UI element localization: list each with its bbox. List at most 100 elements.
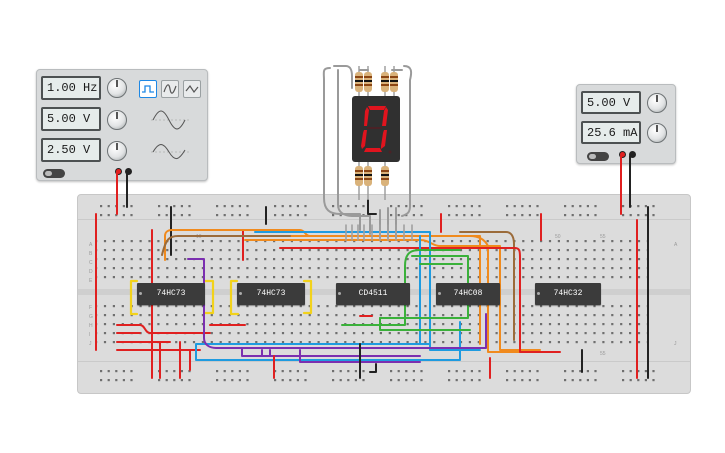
breadboard-hole[interactable] [390,205,393,208]
breadboard-hole[interactable] [451,267,454,270]
breadboard-hole[interactable] [571,370,574,373]
breadboard-hole[interactable] [192,240,196,243]
breadboard-hole[interactable] [107,214,110,217]
breadboard-hole[interactable] [296,214,299,217]
breadboard-hole[interactable] [201,314,204,317]
breadboard-hole[interactable] [362,370,365,373]
breadboard-hole[interactable] [184,276,187,279]
breadboard-hole[interactable] [219,267,222,270]
breadboard-hole[interactable] [406,305,409,308]
breadboard-hole[interactable] [406,240,409,243]
breadboard-hole[interactable] [273,314,276,317]
breadboard-hole[interactable] [629,276,632,279]
breadboard-hole[interactable] [103,276,107,279]
breadboard-hole[interactable] [611,341,614,344]
breadboard-hole[interactable] [548,323,552,326]
breadboard-hole[interactable] [424,341,427,344]
breadboard-hole[interactable] [246,314,249,317]
breadboard-hole[interactable] [317,314,320,317]
breadboard-hole[interactable] [622,205,625,208]
breadboard-hole[interactable] [192,305,196,308]
breadboard-hole[interactable] [158,205,161,208]
breadboard-hole[interactable] [477,258,480,261]
breadboard-hole[interactable] [513,341,516,344]
breadboard-hole[interactable] [406,267,409,270]
breadboard-hole[interactable] [353,240,356,243]
breadboard-hole[interactable] [405,370,408,373]
breadboard-hole[interactable] [299,323,302,326]
breadboard-hole[interactable] [353,314,356,317]
breadboard-hole[interactable] [201,276,204,279]
breadboard-hole[interactable] [566,323,569,326]
breadboard-hole[interactable] [652,379,655,382]
breadboard-hole[interactable] [344,276,347,279]
breadboard-hole[interactable] [602,267,605,270]
breadboard-hole[interactable] [468,249,471,252]
breadboard-hole[interactable] [274,370,277,373]
breadboard-hole[interactable] [540,323,543,326]
breadboard-hole[interactable] [273,276,276,279]
breadboard-hole[interactable] [495,258,498,261]
breadboard-hole[interactable] [448,379,451,382]
breadboard-hole[interactable] [602,341,605,344]
breadboard-hole[interactable] [299,267,302,270]
breadboard-hole[interactable] [451,323,454,326]
breadboard-hole[interactable] [122,214,125,217]
breadboard-hole[interactable] [237,267,240,270]
breadboard-hole[interactable] [103,332,107,335]
breadboard-hole[interactable] [548,305,552,308]
breadboard-hole[interactable] [353,258,356,261]
breadboard-hole[interactable] [522,258,525,261]
breadboard-hole[interactable] [158,379,161,382]
amplitude-knob[interactable] [107,110,127,130]
breadboard-hole[interactable] [506,205,509,208]
breadboard-hole[interactable] [397,379,400,382]
breadboard-hole[interactable] [210,276,213,279]
breadboard-hole[interactable] [521,370,524,373]
breadboard-hole[interactable] [513,214,516,217]
breadboard-hole[interactable] [317,249,320,252]
breadboard-hole[interactable] [326,305,329,308]
breadboard-hole[interactable] [433,341,436,344]
breadboard-hole[interactable] [289,379,292,382]
breadboard-hole[interactable] [304,214,307,217]
breadboard-hole[interactable] [620,332,623,335]
breadboard-hole[interactable] [388,249,391,252]
breadboard-hole[interactable] [593,341,596,344]
breadboard-hole[interactable] [370,258,374,261]
breadboard-hole[interactable] [433,240,436,243]
breadboard-hole[interactable] [219,314,222,317]
breadboard-hole[interactable] [566,314,569,317]
square-wave-button[interactable] [139,80,157,98]
breadboard-hole[interactable] [246,276,249,279]
breadboard-hole[interactable] [166,249,169,252]
breadboard-hole[interactable] [180,214,183,217]
breadboard-hole[interactable] [281,249,285,252]
breadboard-hole[interactable] [448,205,451,208]
power-supply-toggle[interactable] [587,152,609,161]
breadboard-hole[interactable] [281,267,285,270]
breadboard-hole[interactable] [308,305,311,308]
breadboard-hole[interactable] [412,370,415,373]
breadboard-hole[interactable] [317,276,320,279]
breadboard-hole[interactable] [139,267,142,270]
breadboard-hole[interactable] [246,332,249,335]
breadboard-hole[interactable] [289,214,292,217]
breadboard-hole[interactable] [344,267,347,270]
breadboard-hole[interactable] [332,214,335,217]
breadboard-hole[interactable] [296,379,299,382]
breadboard-hole[interactable] [344,249,347,252]
breadboard-hole[interactable] [531,314,534,317]
breadboard-hole[interactable] [522,314,525,317]
breadboard-hole[interactable] [478,370,481,373]
breadboard-hole[interactable] [557,258,560,261]
breadboard-hole[interactable] [531,305,534,308]
breadboard-hole[interactable] [433,267,436,270]
breadboard-hole[interactable] [571,379,574,382]
breadboard-hole[interactable] [370,305,374,308]
breadboard-hole[interactable] [412,214,415,217]
breadboard-hole[interactable] [637,205,640,208]
breadboard-hole[interactable] [139,258,142,261]
breadboard-hole[interactable] [455,370,458,373]
breadboard-hole[interactable] [255,267,258,270]
